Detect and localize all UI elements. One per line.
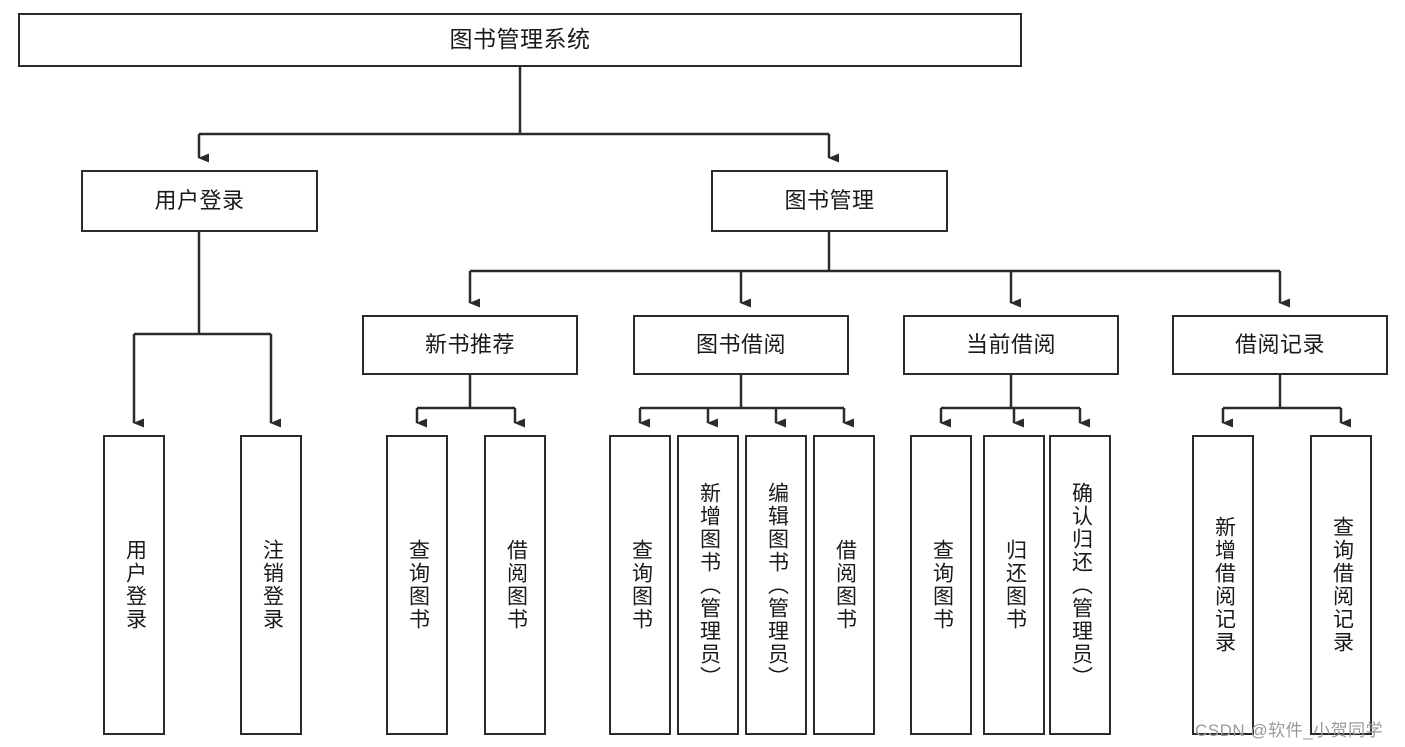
leaf-node-10[interactable]: 确认归还（管理员） xyxy=(1049,435,1111,735)
leaf-node-2[interactable]: 查询图书 xyxy=(386,435,448,735)
node-label: 查询图书 xyxy=(406,539,430,631)
node-label: 查询图书 xyxy=(629,539,653,631)
node-label: 借阅图书 xyxy=(504,539,528,631)
level2-node-1[interactable]: 图书管理 xyxy=(711,170,948,232)
csdn-watermark: CSDN @软件_小贺同学 xyxy=(1195,721,1384,740)
leaf-node-6[interactable]: 编辑图书（管理员） xyxy=(745,435,807,735)
node-label: 编辑图书（管理员） xyxy=(765,481,789,689)
node-label: 图书借阅 xyxy=(695,331,786,357)
node-label: 新增借阅记录 xyxy=(1212,516,1236,654)
node-label: 归还图书 xyxy=(1003,539,1027,631)
leaf-node-0[interactable]: 用户登录 xyxy=(103,435,165,735)
leaf-node-7[interactable]: 借阅图书 xyxy=(813,435,875,735)
level3-node-1[interactable]: 图书借阅 xyxy=(633,315,849,375)
node-label: 图书管理 xyxy=(784,187,875,213)
node-label: 查询借阅记录 xyxy=(1330,516,1354,654)
node-label: 借阅图书 xyxy=(833,539,857,631)
leaf-node-11[interactable]: 新增借阅记录 xyxy=(1192,435,1254,735)
leaf-node-1[interactable]: 注销登录 xyxy=(240,435,302,735)
node-label: 注销登录 xyxy=(260,539,284,631)
node-label: 查询图书 xyxy=(930,539,954,631)
node-label: 借阅记录 xyxy=(1234,331,1325,357)
node-label: 用户登录 xyxy=(154,187,245,213)
leaf-node-8[interactable]: 查询图书 xyxy=(910,435,972,735)
connector-lines xyxy=(132,67,1351,428)
node-label: 当前借阅 xyxy=(965,331,1056,357)
leaf-node-4[interactable]: 查询图书 xyxy=(609,435,671,735)
level2-node-0[interactable]: 用户登录 xyxy=(81,170,318,232)
level3-node-2[interactable]: 当前借阅 xyxy=(903,315,1119,375)
leaf-node-12[interactable]: 查询借阅记录 xyxy=(1310,435,1372,735)
root-node[interactable]: 图书管理系统 xyxy=(18,13,1022,67)
leaf-node-9[interactable]: 归还图书 xyxy=(983,435,1045,735)
leaf-node-5[interactable]: 新增图书（管理员） xyxy=(677,435,739,735)
node-label: 图书管理系统 xyxy=(449,26,591,53)
node-label: 确认归还（管理员） xyxy=(1069,481,1093,689)
node-label: 用户登录 xyxy=(123,539,147,631)
level3-node-3[interactable]: 借阅记录 xyxy=(1172,315,1388,375)
leaf-node-3[interactable]: 借阅图书 xyxy=(484,435,546,735)
level3-node-0[interactable]: 新书推荐 xyxy=(362,315,578,375)
node-label: 新增图书（管理员） xyxy=(697,481,721,689)
node-label: 新书推荐 xyxy=(424,331,515,357)
